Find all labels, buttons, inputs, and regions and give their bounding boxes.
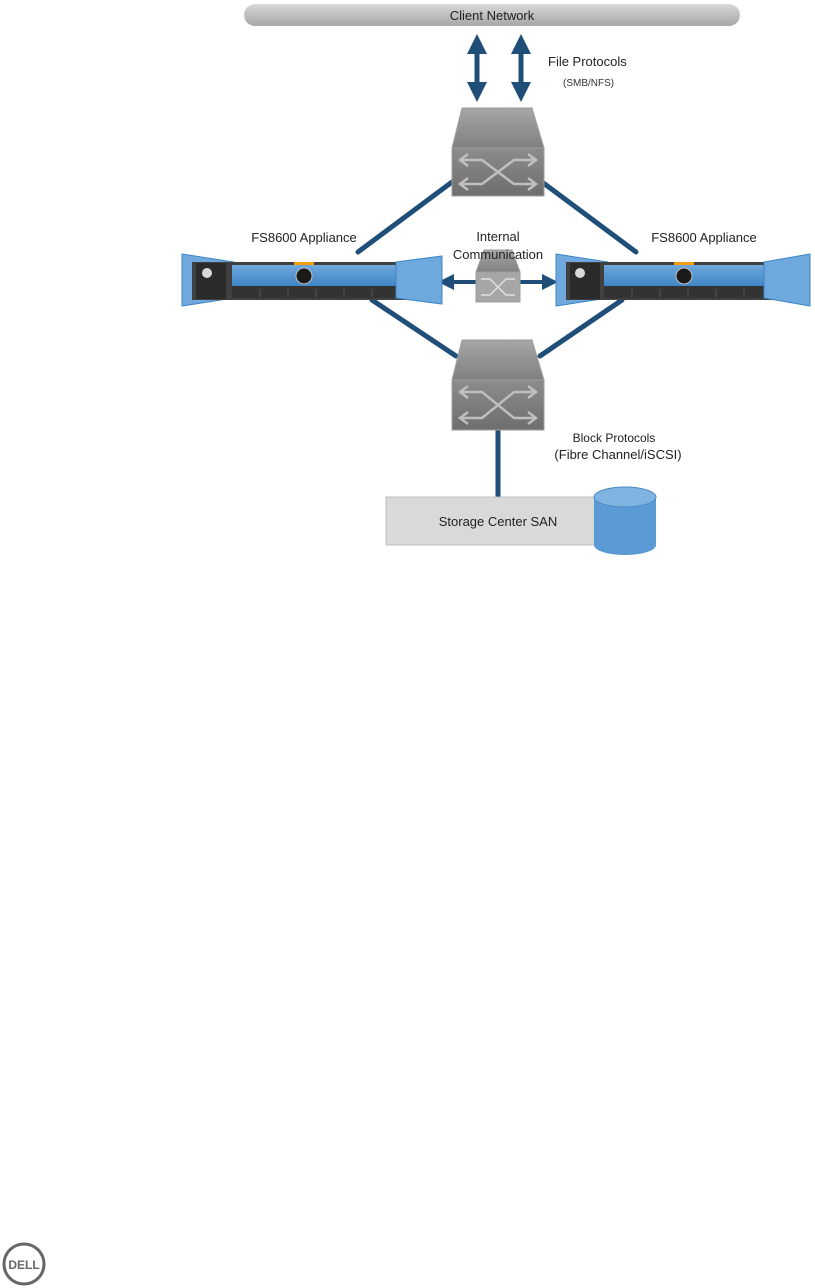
link-top-switch-right — [539, 179, 639, 255]
bottom-switch — [451, 339, 545, 431]
switch-arrows-icon — [481, 278, 515, 296]
block-protocols-label: Block Protocols — [573, 431, 656, 445]
left-appliance-label: FS8600 Appliance — [251, 230, 357, 245]
storage-center-san: Storage Center SAN — [385, 496, 611, 546]
top-switch — [451, 107, 545, 197]
internal-label-line1: Internal — [476, 229, 519, 244]
right-appliance-server — [555, 253, 811, 307]
dell-logo-text: DELL — [8, 1258, 39, 1272]
dell-logo: DELL — [2, 1242, 46, 1286]
link-left-bottom-switch — [369, 297, 459, 359]
database-cylinder-icon — [593, 486, 657, 555]
file-protocols-sublabel: (SMB/NFS) — [563, 78, 614, 89]
link-right-bottom-switch — [537, 297, 625, 359]
storage-center-label: Storage Center SAN — [439, 514, 558, 529]
right-appliance-label: FS8600 Appliance — [651, 230, 757, 245]
network-links — [355, 179, 639, 499]
switch-arrows-icon — [457, 153, 539, 191]
internal-switch — [475, 249, 521, 303]
client-network-label: Client Network — [450, 8, 535, 23]
left-appliance-server — [181, 253, 443, 307]
block-protocols-sublabel: (Fibre Channel/iSCSI) — [554, 447, 681, 462]
file-protocol-arrows — [467, 34, 531, 102]
client-network-bar: Client Network — [244, 4, 740, 26]
file-protocols-label: File Protocols — [548, 54, 627, 69]
internal-label-line2: Communication — [453, 247, 543, 262]
switch-arrows-icon — [457, 385, 539, 425]
link-top-switch-left — [355, 179, 455, 255]
dell-badge-icon — [295, 267, 313, 285]
dell-badge-icon — [675, 267, 693, 285]
